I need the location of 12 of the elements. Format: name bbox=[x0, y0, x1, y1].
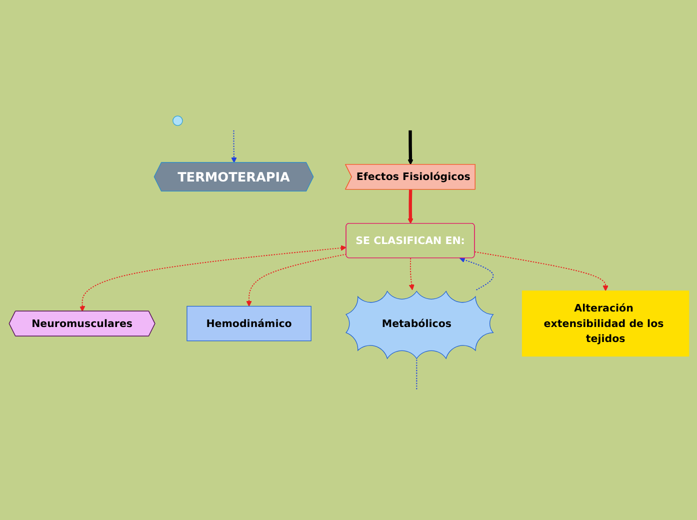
arrow bbox=[79, 245, 346, 312]
node-circle bbox=[172, 116, 182, 126]
node-box bbox=[521, 290, 689, 357]
arrow bbox=[230, 130, 236, 164]
arrow bbox=[408, 258, 414, 290]
concept-map: TERMOTERAPIA Efectos Fisiológicos SE CLASIFICAN EN: Neuromusculares Hemodinámico Metabólicos Alteración extensibilidad de los tejidos bbox=[4, 106, 694, 414]
node-box bbox=[186, 306, 311, 342]
arrow bbox=[458, 257, 494, 291]
arrow bbox=[474, 252, 608, 292]
arrow bbox=[407, 190, 413, 224]
arrow bbox=[407, 130, 413, 166]
arrow bbox=[246, 254, 346, 307]
